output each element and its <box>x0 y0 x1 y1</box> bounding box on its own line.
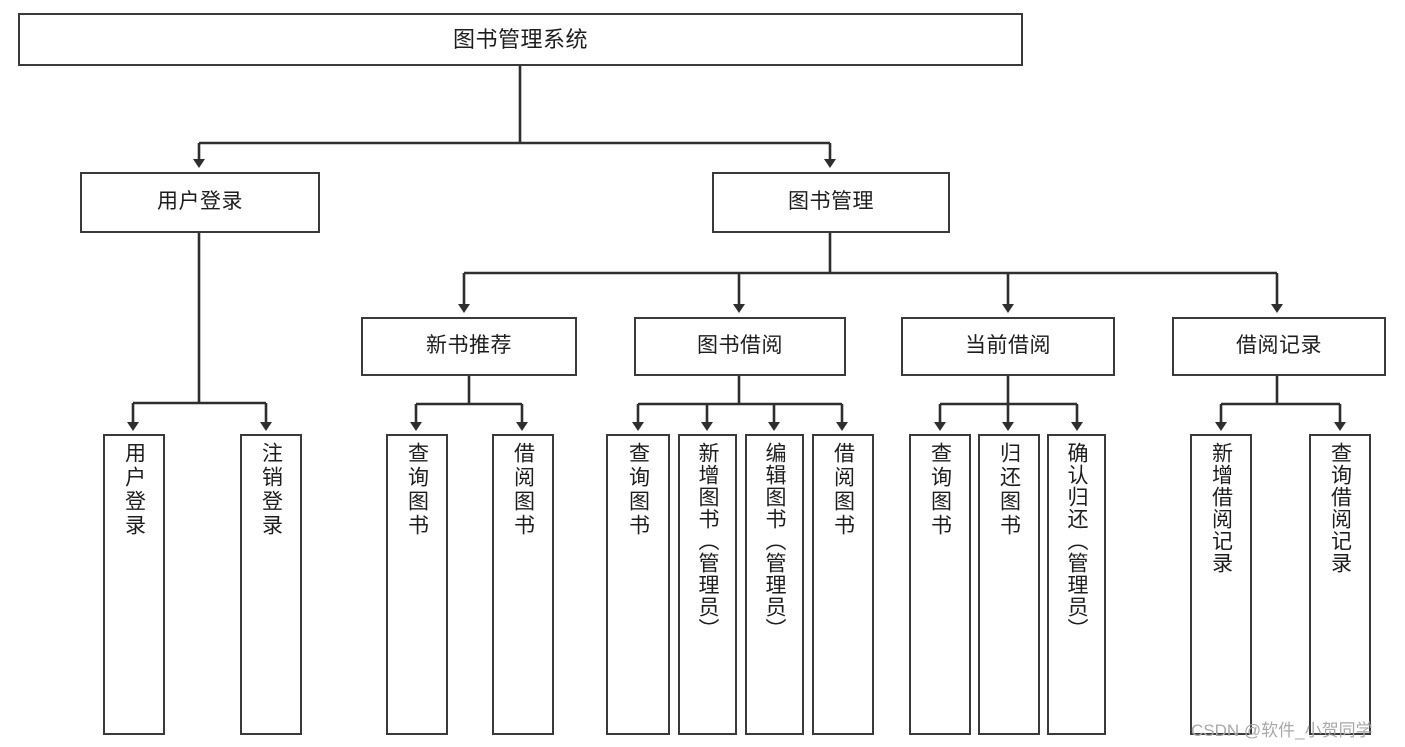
node-leaf-query-book-2-label: 查询图书 <box>626 442 650 538</box>
node-leaf-confirm-return-label: 确认归还（管理员） <box>1065 442 1088 640</box>
node-leaf-return-book-label: 归还图书 <box>997 442 1021 538</box>
node-leaf-query-book-1[interactable]: 查询图书 <box>386 434 448 735</box>
node-leaf-confirm-return[interactable]: 确认归还（管理员） <box>1047 434 1106 735</box>
node-leaf-add-book-label: 新增图书（管理员） <box>696 442 719 640</box>
node-leaf-query-book-3-label: 查询图书 <box>928 442 952 538</box>
node-root[interactable]: 图书管理系统 <box>18 13 1023 66</box>
node-current-borrow[interactable]: 当前借阅 <box>901 317 1115 376</box>
node-leaf-query-record[interactable]: 查询借阅记录 <box>1309 434 1371 735</box>
csdn-watermark: CSDN @软件_小贺同学 <box>1191 721 1373 740</box>
node-leaf-edit-book[interactable]: 编辑图书（管理员） <box>745 434 804 735</box>
node-new-book-rec-label: 新书推荐 <box>426 334 512 358</box>
node-book-borrow[interactable]: 图书借阅 <box>634 317 846 376</box>
node-leaf-add-record-label: 新增借阅记录 <box>1209 442 1233 574</box>
node-leaf-borrow-book-1-label: 借阅图书 <box>511 442 535 538</box>
node-leaf-query-book-3[interactable]: 查询图书 <box>909 434 971 735</box>
node-leaf-borrow-book-2-label: 借阅图书 <box>831 442 855 538</box>
node-leaf-edit-book-label: 编辑图书（管理员） <box>763 442 786 640</box>
node-user-login-label: 用户登录 <box>157 190 243 214</box>
node-leaf-logout-label: 注销登录 <box>259 442 283 538</box>
node-leaf-borrow-book-2[interactable]: 借阅图书 <box>812 434 874 735</box>
node-leaf-add-record[interactable]: 新增借阅记录 <box>1190 434 1252 735</box>
node-leaf-user-login-label: 用户登录 <box>122 442 146 538</box>
node-user-login[interactable]: 用户登录 <box>80 172 320 233</box>
node-leaf-query-book-1-label: 查询图书 <box>405 442 429 538</box>
node-leaf-borrow-book-1[interactable]: 借阅图书 <box>492 434 554 735</box>
node-borrow-record[interactable]: 借阅记录 <box>1172 317 1386 376</box>
node-book-manage-label: 图书管理 <box>788 190 874 214</box>
node-borrow-record-label: 借阅记录 <box>1236 334 1322 358</box>
node-leaf-user-login[interactable]: 用户登录 <box>103 434 165 735</box>
node-book-borrow-label: 图书借阅 <box>697 334 783 358</box>
node-book-manage[interactable]: 图书管理 <box>712 172 950 233</box>
node-root-label: 图书管理系统 <box>452 26 588 52</box>
node-leaf-query-record-label: 查询借阅记录 <box>1328 442 1352 574</box>
node-current-borrow-label: 当前借阅 <box>965 334 1051 358</box>
node-leaf-add-book[interactable]: 新增图书（管理员） <box>678 434 737 735</box>
node-leaf-query-book-2[interactable]: 查询图书 <box>606 434 670 735</box>
node-leaf-logout[interactable]: 注销登录 <box>240 434 302 735</box>
node-new-book-rec[interactable]: 新书推荐 <box>361 317 577 376</box>
node-leaf-return-book[interactable]: 归还图书 <box>978 434 1040 735</box>
